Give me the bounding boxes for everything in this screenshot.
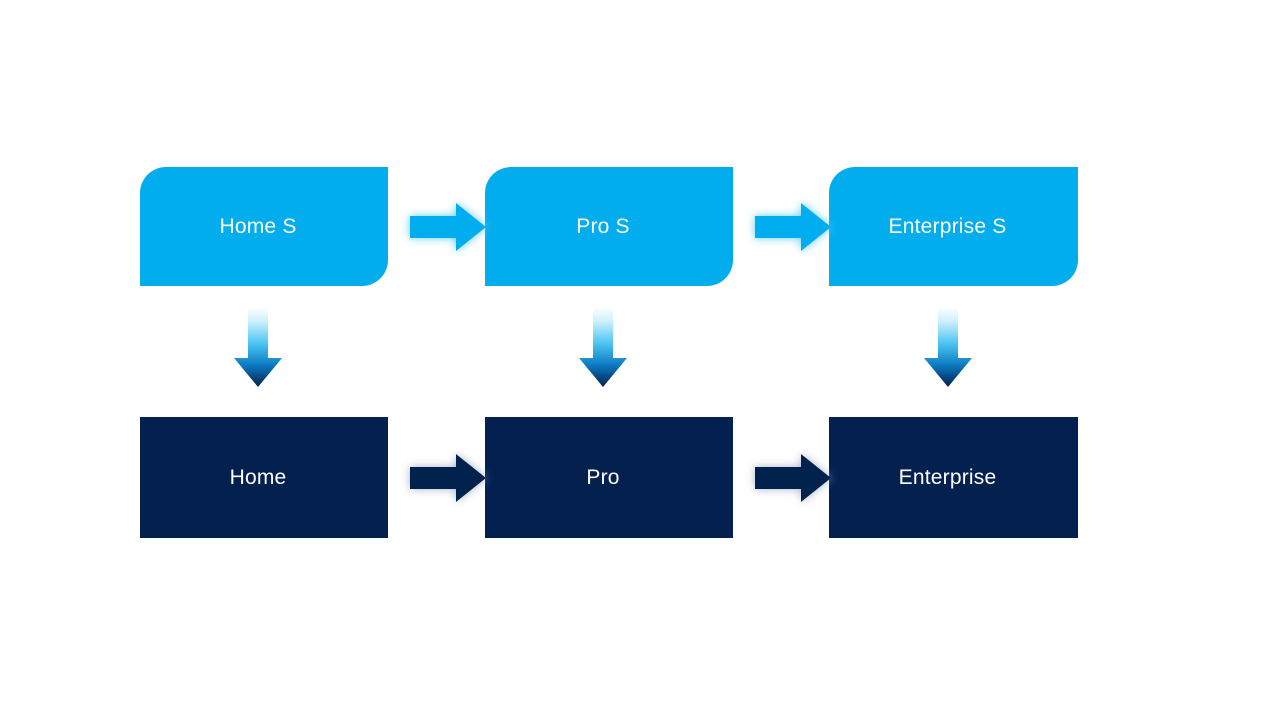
node-home-label: Home [229, 465, 287, 489]
arrow-down-home-s-to-home-icon [226, 303, 290, 397]
node-enterprise-s[interactable]: Enterprise S [829, 167, 1078, 286]
arrow-right-home-s-to-pro-s-icon [400, 192, 496, 262]
node-pro-s[interactable]: Pro S [485, 167, 733, 286]
node-enterprise[interactable]: Enterprise [829, 417, 1078, 538]
node-enterprise-s-label: Enterprise S [888, 214, 1007, 238]
node-home[interactable]: Home [140, 417, 388, 538]
node-pro-label: Pro [586, 465, 620, 489]
node-pro[interactable]: Pro [485, 417, 733, 538]
node-enterprise-label: Enterprise [898, 465, 997, 489]
arrow-right-pro-to-enterprise-icon [745, 442, 841, 515]
node-home-s-label: Home S [219, 214, 297, 238]
node-pro-s-label: Pro S [576, 214, 630, 238]
arrow-right-home-to-pro-icon [400, 442, 496, 515]
arrow-down-pro-s-to-pro-icon [571, 303, 635, 397]
arrow-right-pro-s-to-enterprise-s-icon [745, 192, 841, 262]
arrow-down-enterprise-s-to-enterprise-icon [916, 303, 980, 397]
node-home-s[interactable]: Home S [140, 167, 388, 286]
